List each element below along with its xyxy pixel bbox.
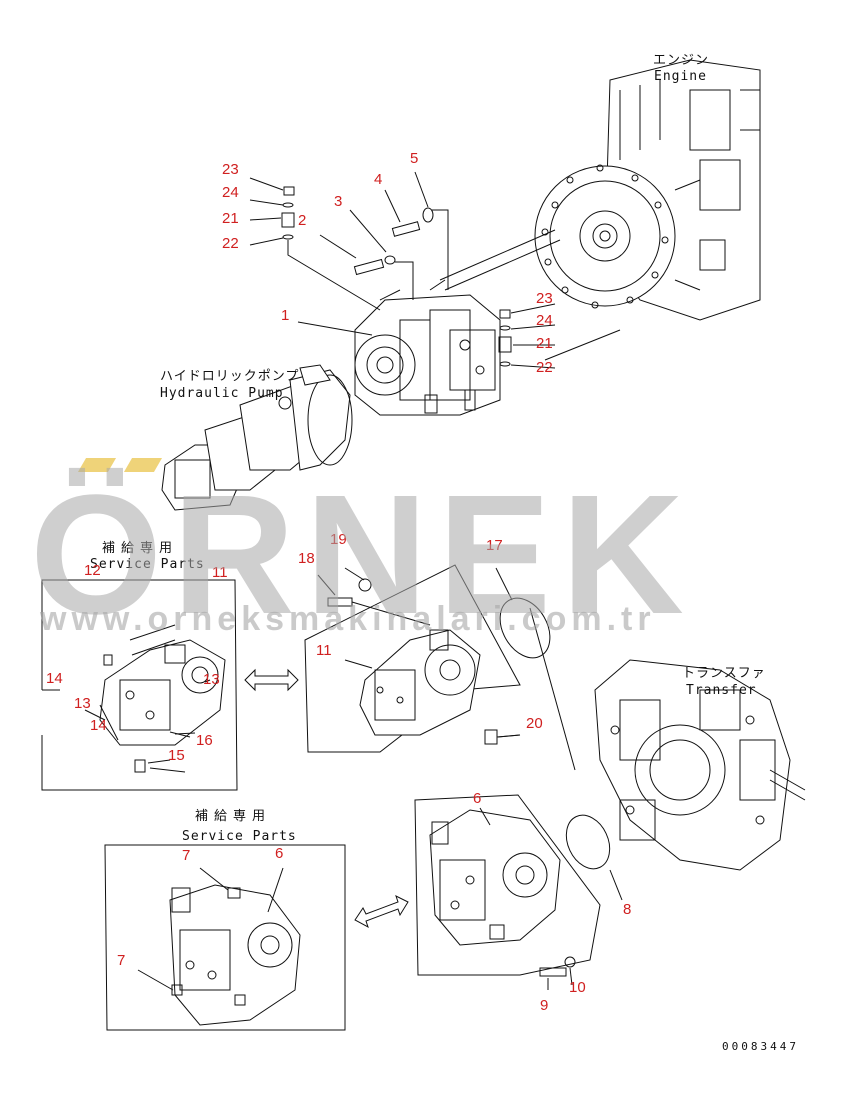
exchange-arrow-2: [354, 895, 409, 929]
service-parts-box-2: [104, 844, 346, 1031]
part-number-5: 5: [410, 150, 419, 167]
engine-caption-jp: エンジン: [653, 53, 710, 68]
engine-caption-en: Engine: [654, 69, 707, 84]
part-number-10: 10: [569, 979, 586, 996]
part-number-23-right: 23: [536, 290, 553, 307]
part-number-13: 13: [74, 695, 91, 712]
part-number-15-left: 14: [90, 717, 107, 734]
document-number: 00083447: [722, 1040, 799, 1053]
o-ring-17: [499, 597, 551, 659]
engine-illustration: [534, 59, 761, 321]
part-number-8: 8: [623, 901, 632, 918]
hydraulic-pump-caption-en: Hydraulic Pump: [160, 386, 284, 401]
part-number-2: 2: [298, 212, 307, 229]
fittings-top-right: [498, 309, 512, 367]
part-number-7-lower: 7: [117, 952, 126, 969]
part-number-16: 16: [196, 732, 213, 749]
part-number-22-right: 22: [536, 359, 553, 376]
part-number-22: 22: [222, 235, 239, 252]
service-parts-box-1: [41, 579, 238, 791]
o-ring-8: [565, 814, 611, 870]
part-number-18: 18: [298, 550, 315, 567]
part-number-19: 19: [330, 531, 347, 548]
service-parts-caption-en-2: Service Parts: [182, 829, 297, 844]
part-number-17: 17: [486, 537, 503, 554]
pump-6-box: [414, 794, 601, 977]
part-number-11: 11: [316, 642, 332, 659]
watermark-url: www.orneksmakinalari.com.tr: [40, 600, 656, 638]
part-number-3: 3: [334, 193, 343, 210]
exchange-arrow-1: [244, 668, 299, 692]
pump-11-box: [304, 564, 521, 753]
transfer-caption-en: Transfer: [686, 683, 757, 698]
transfer-caption-jp: トランスファ: [682, 666, 766, 681]
service-parts-caption-en-1: Service Parts: [90, 557, 205, 572]
part-number-6: 6: [473, 790, 482, 807]
part-number-21: 21: [222, 210, 239, 227]
part-number-1: 1: [281, 307, 290, 324]
part-number-24: 24: [222, 184, 239, 201]
part-number-21-right: 21: [536, 335, 553, 352]
leader-lines: [42, 171, 623, 991]
transfer-illustration: [594, 659, 806, 871]
fittings-top-left: [281, 186, 434, 276]
part-number-7: 7: [182, 847, 191, 864]
part-number-24-right: 24: [536, 312, 553, 329]
part-number-4: 4: [374, 171, 383, 188]
part-number-20: 20: [526, 715, 543, 732]
service-parts-caption-jp-1: 補給専用: [102, 541, 179, 556]
part-number-15: 15: [168, 747, 185, 764]
part-number-11-box: 11: [212, 564, 228, 581]
hydraulic-pump-assembly: [354, 279, 501, 416]
part-number-13-right: 13: [203, 671, 220, 688]
gear-pump-assembly: [161, 364, 353, 511]
service-parts-caption-jp-2: 補給専用: [195, 809, 272, 824]
part-number-12: 12: [84, 562, 101, 579]
part-number-6-box: 6: [275, 845, 284, 862]
part-number-14: 14: [46, 670, 63, 687]
watermark-brand: ÖRNEK: [30, 460, 694, 650]
part-number-23: 23: [222, 161, 239, 178]
part-number-9: 9: [540, 997, 549, 1014]
hydraulic-pump-caption-jp: ハイドロリックポンプ: [160, 369, 300, 384]
